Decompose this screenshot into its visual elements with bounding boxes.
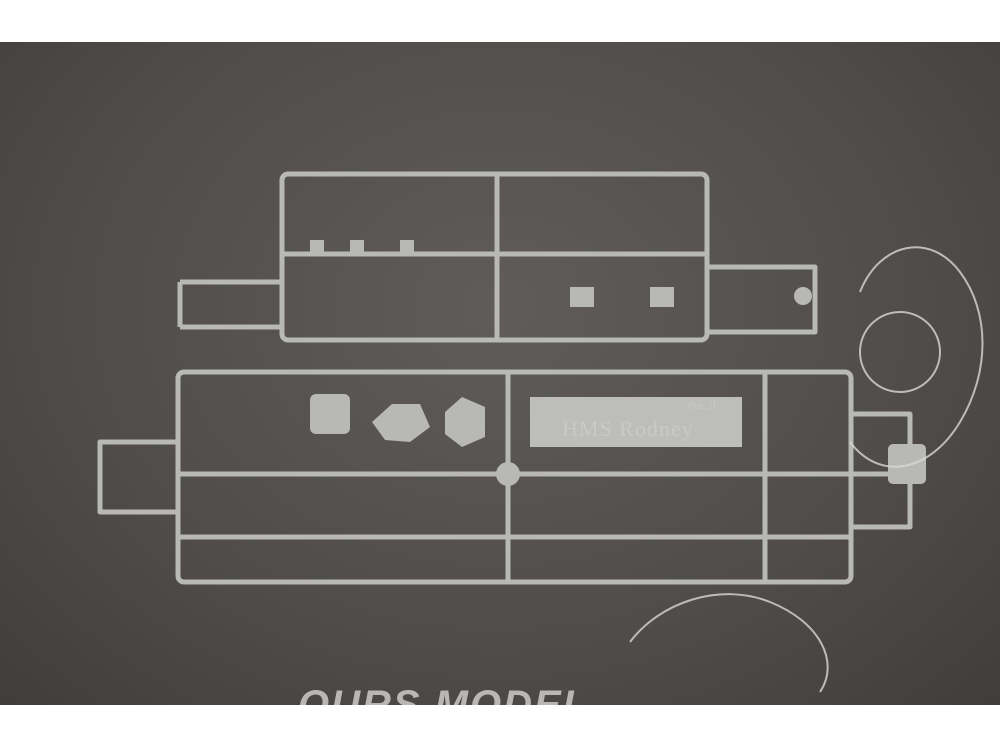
sprue-drawing <box>97 171 984 693</box>
sprue-photo: Pcs. II HMS Rodney OURS MODEL <box>0 42 1000 705</box>
nameplate-subtitle: Pcs. II <box>688 400 717 412</box>
watermark-figure <box>629 246 984 693</box>
watermark-logo: OURS MODEL <box>298 683 590 705</box>
small-parts <box>310 240 926 486</box>
nameplate-title: HMS Rodney <box>562 416 694 441</box>
nameplate <box>530 397 742 447</box>
lower-sprue-frame <box>175 369 854 585</box>
